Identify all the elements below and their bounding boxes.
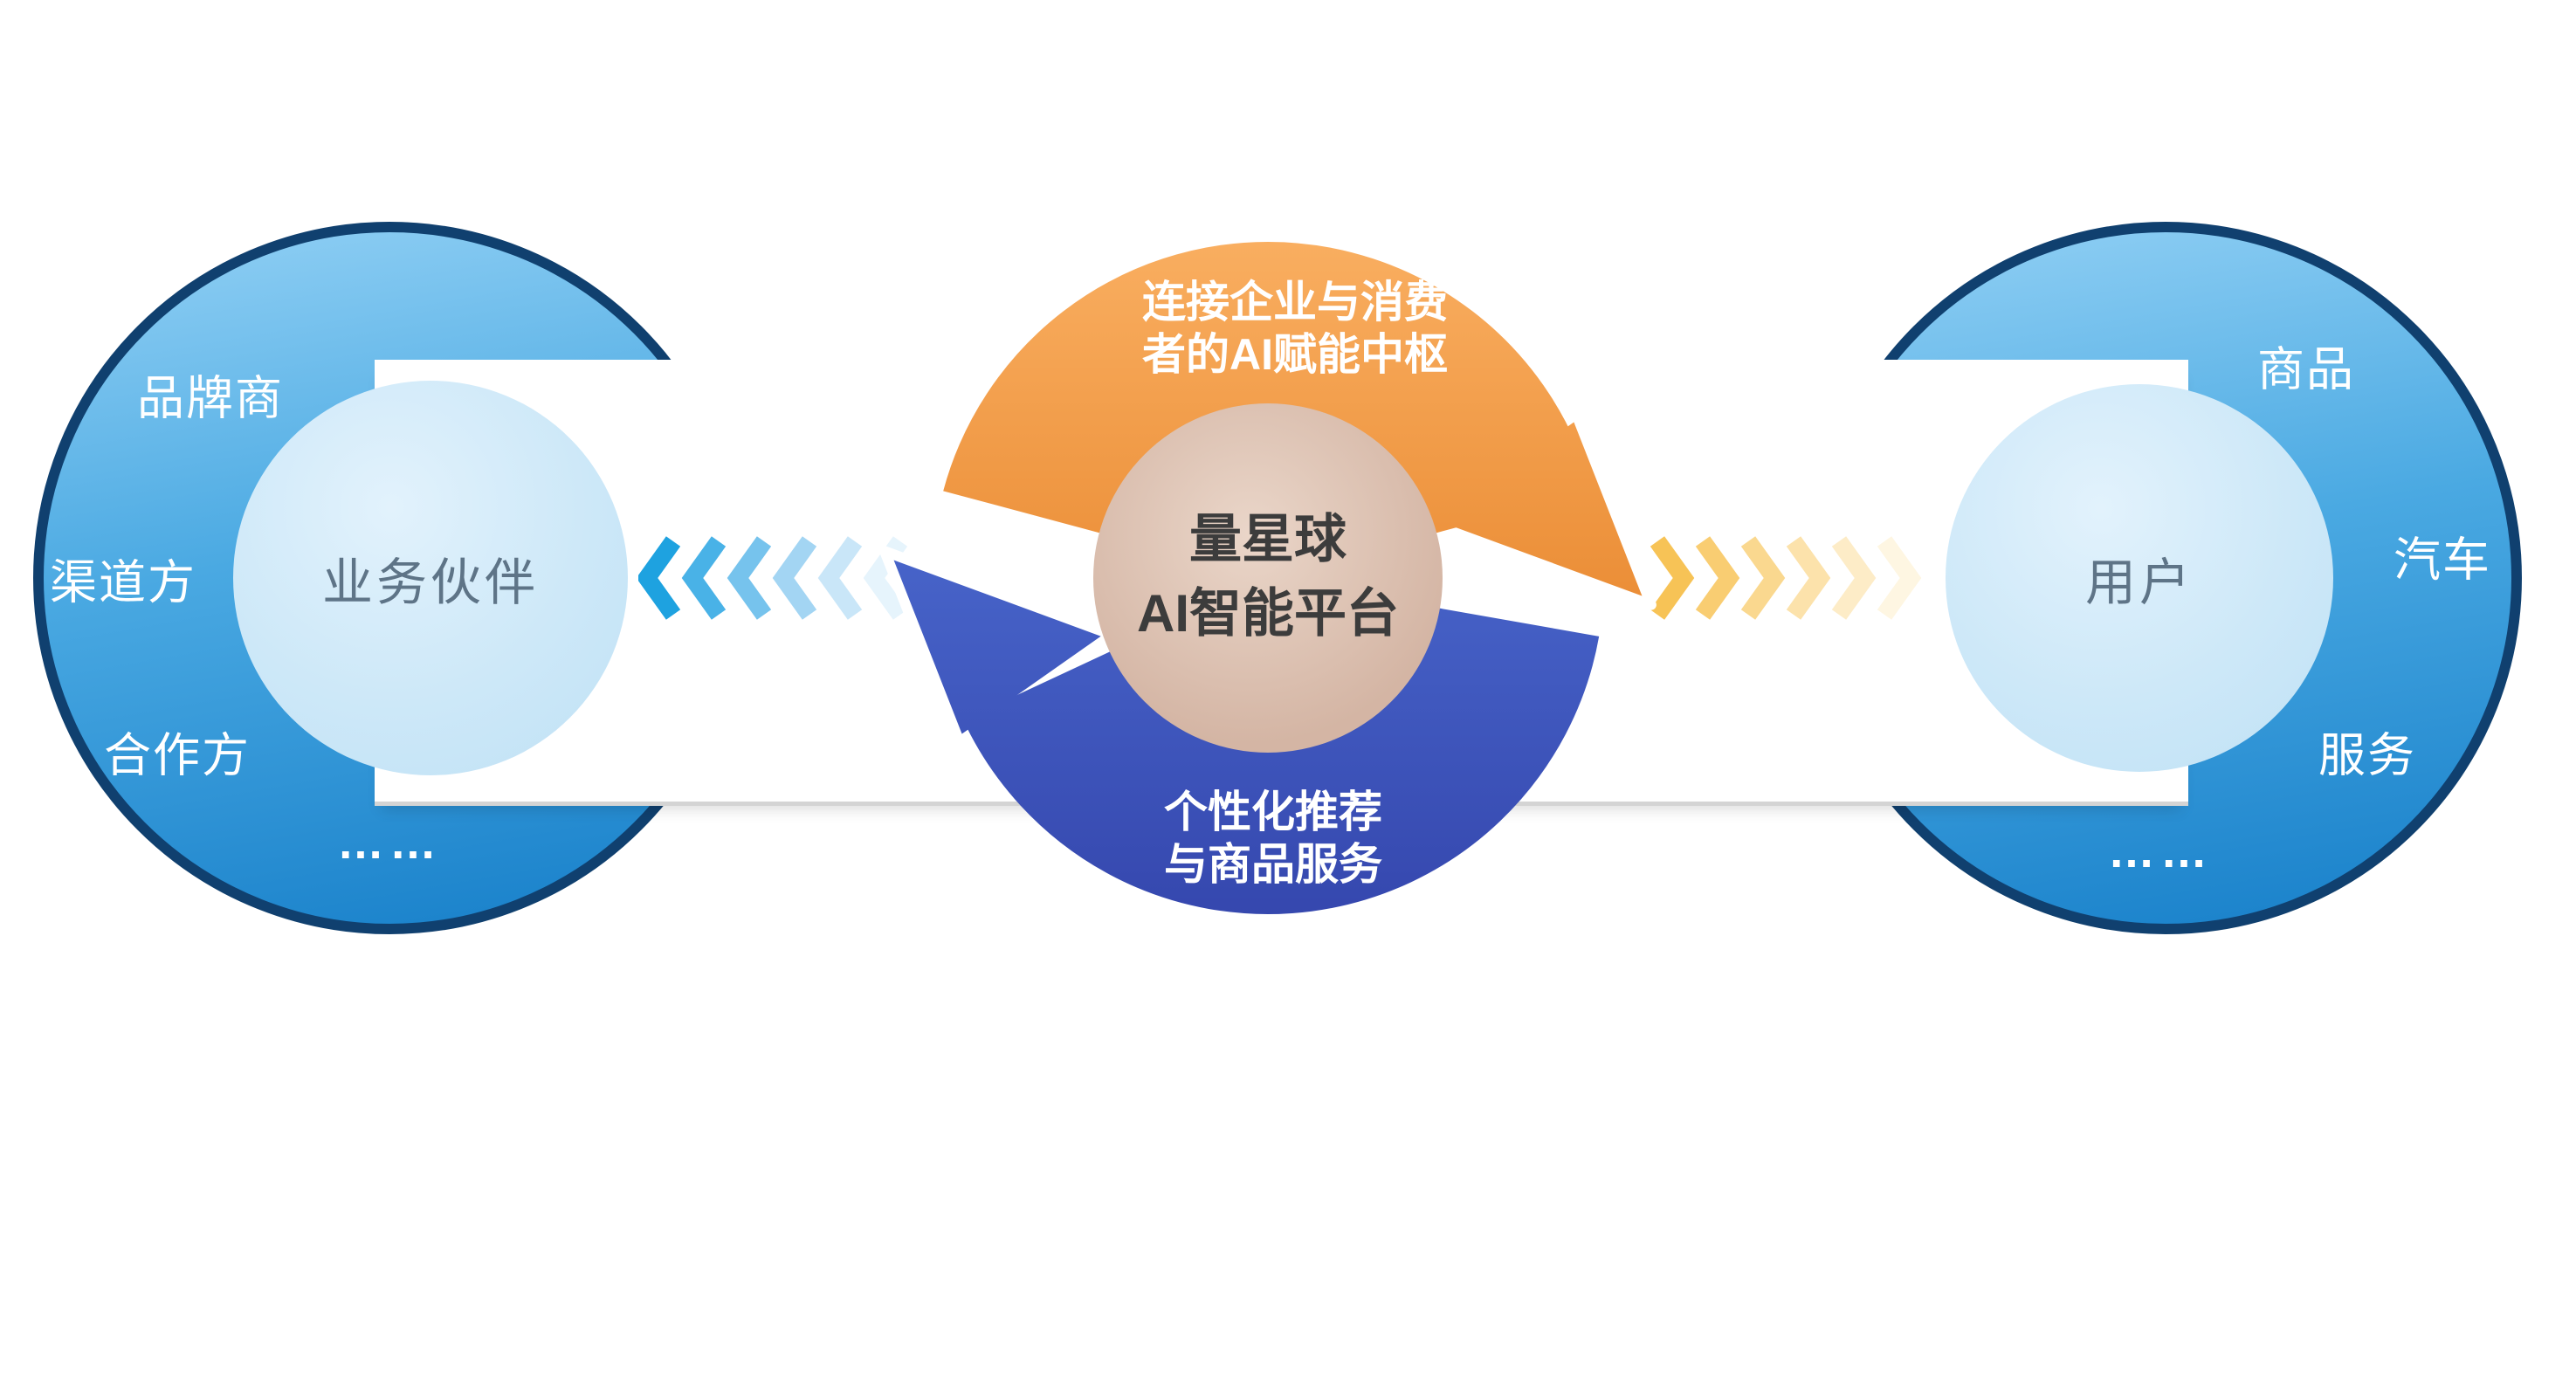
label-brand-merchants: 品牌商 [137,372,284,425]
left-chevron-icon [681,536,727,620]
right-chevron-icon [1695,536,1740,620]
right-chevron-icon [1650,536,1695,620]
left-chevron-icon [772,536,817,620]
right-chevron-icon [1831,536,1877,620]
right-chevron-icon [1786,536,1831,620]
partners-inner-label: 业务伙伴 [321,554,539,611]
left-chevron-icon [638,536,681,620]
left-chevron-icon [817,536,863,620]
platform-title: 量星球 AI智能平台 [1093,502,1443,650]
label-cooperation-partners: 合作方 [104,729,251,782]
leftward-flow-arrows [638,536,908,620]
bottom-caption-line1: 个性化推荐 [1164,788,1382,836]
core-circle [1093,403,1443,753]
platform-title-line2: AI智能平台 [1137,584,1399,643]
label-cars: 汽车 [2393,533,2491,587]
label-channel-partners: 渠道方 [50,556,196,609]
right-chevron-icon [1740,536,1786,620]
top-caption: 连接企业与消费 者的AI赋能中枢 [1142,276,1448,381]
bottom-caption-line2: 与商品服务 [1164,840,1382,889]
top-caption-line2: 者的AI赋能中枢 [1142,330,1448,379]
label-products: 商品 [2257,343,2355,396]
orange-arc [943,242,1593,535]
users-inner-label: 用户 [2084,554,2194,611]
label-services: 服务 [2318,729,2416,782]
bottom-caption: 个性化推荐 与商品服务 [1164,786,1382,891]
partners-inner-circle: 业务伙伴 [233,381,628,775]
right-chevron-icon [1877,536,1922,620]
rightward-flow-arrows [1650,536,1922,620]
ai-platform-ring [879,242,1656,914]
label-left-ellipsis: …… [337,816,442,869]
top-caption-line1: 连接企业与消费 [1142,278,1448,327]
users-inner-circle: 用户 [1946,384,2333,772]
left-chevron-icon [727,536,772,620]
blue-arc [963,606,1600,914]
label-right-ellipsis: …… [2108,825,2213,877]
platform-title-line1: 量星球 [1189,510,1347,568]
